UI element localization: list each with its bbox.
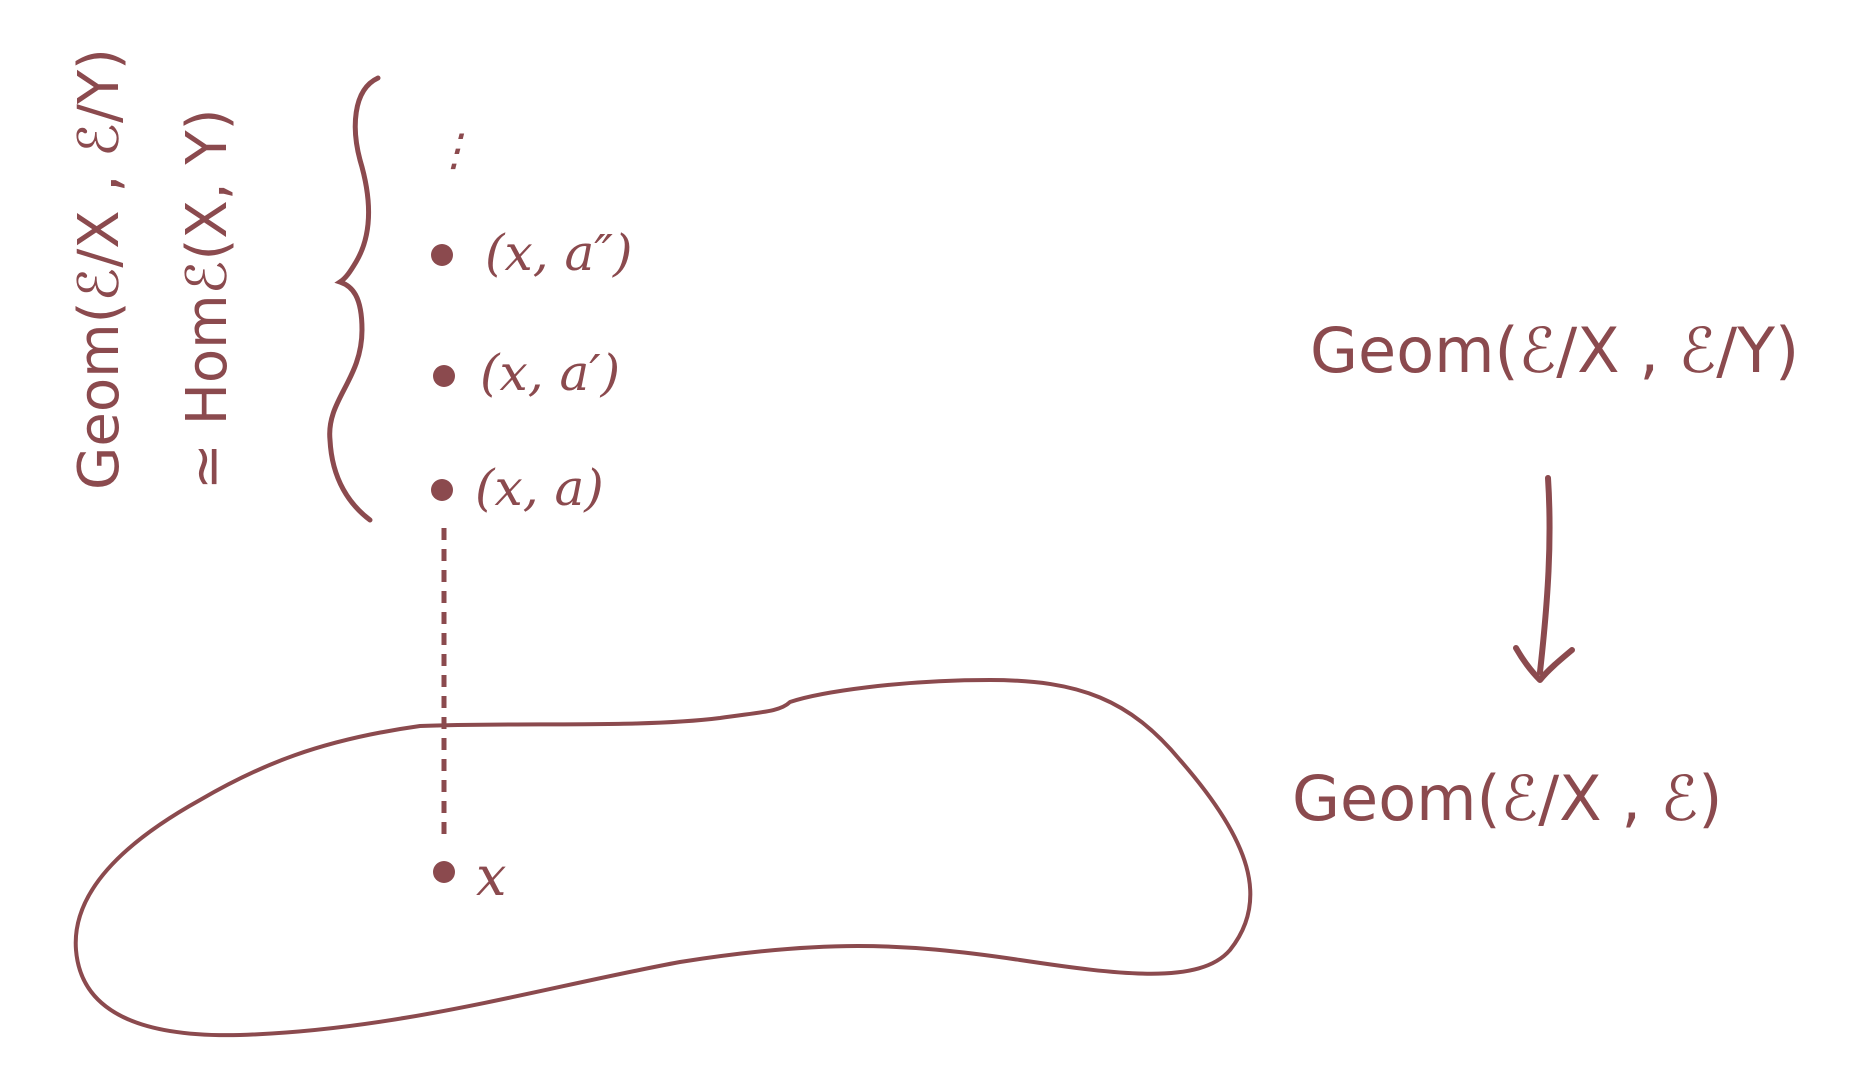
fiber-dot-a-prime — [433, 365, 455, 387]
down-arrow-shaft — [1537, 475, 1553, 675]
curly-brace — [327, 75, 381, 523]
fiber-dot-a — [431, 479, 453, 501]
fiber-label-a: (x, a) — [475, 459, 604, 517]
geom-top-label: Geom(ℰ/X , ℰ/Y) — [1310, 314, 1799, 387]
rotated-label-group: Geom(ℰ/X , ℰ/Y) ≃ Homℰ(X, Y) — [67, 48, 240, 490]
fiber-label-a-prime: (x, a′) — [480, 344, 620, 402]
down-arrow-head — [1513, 645, 1575, 683]
base-dot-x — [433, 861, 455, 883]
rotated-label-geom: Geom(ℰ/X , ℰ/Y) — [67, 48, 132, 490]
base-region-outline — [73, 678, 1253, 1038]
base-label-x: x — [476, 845, 506, 908]
fiber-ellipsis: ⋮ — [432, 125, 476, 176]
fiber-dot-a-double-prime — [431, 244, 453, 266]
geom-bottom-label: Geom(ℰ/X , ℰ) — [1292, 762, 1722, 835]
rotated-label-hom: ≃ Homℰ(X, Y) — [175, 109, 240, 490]
fiber-label-a-double-prime: (x, a″) — [485, 224, 633, 282]
